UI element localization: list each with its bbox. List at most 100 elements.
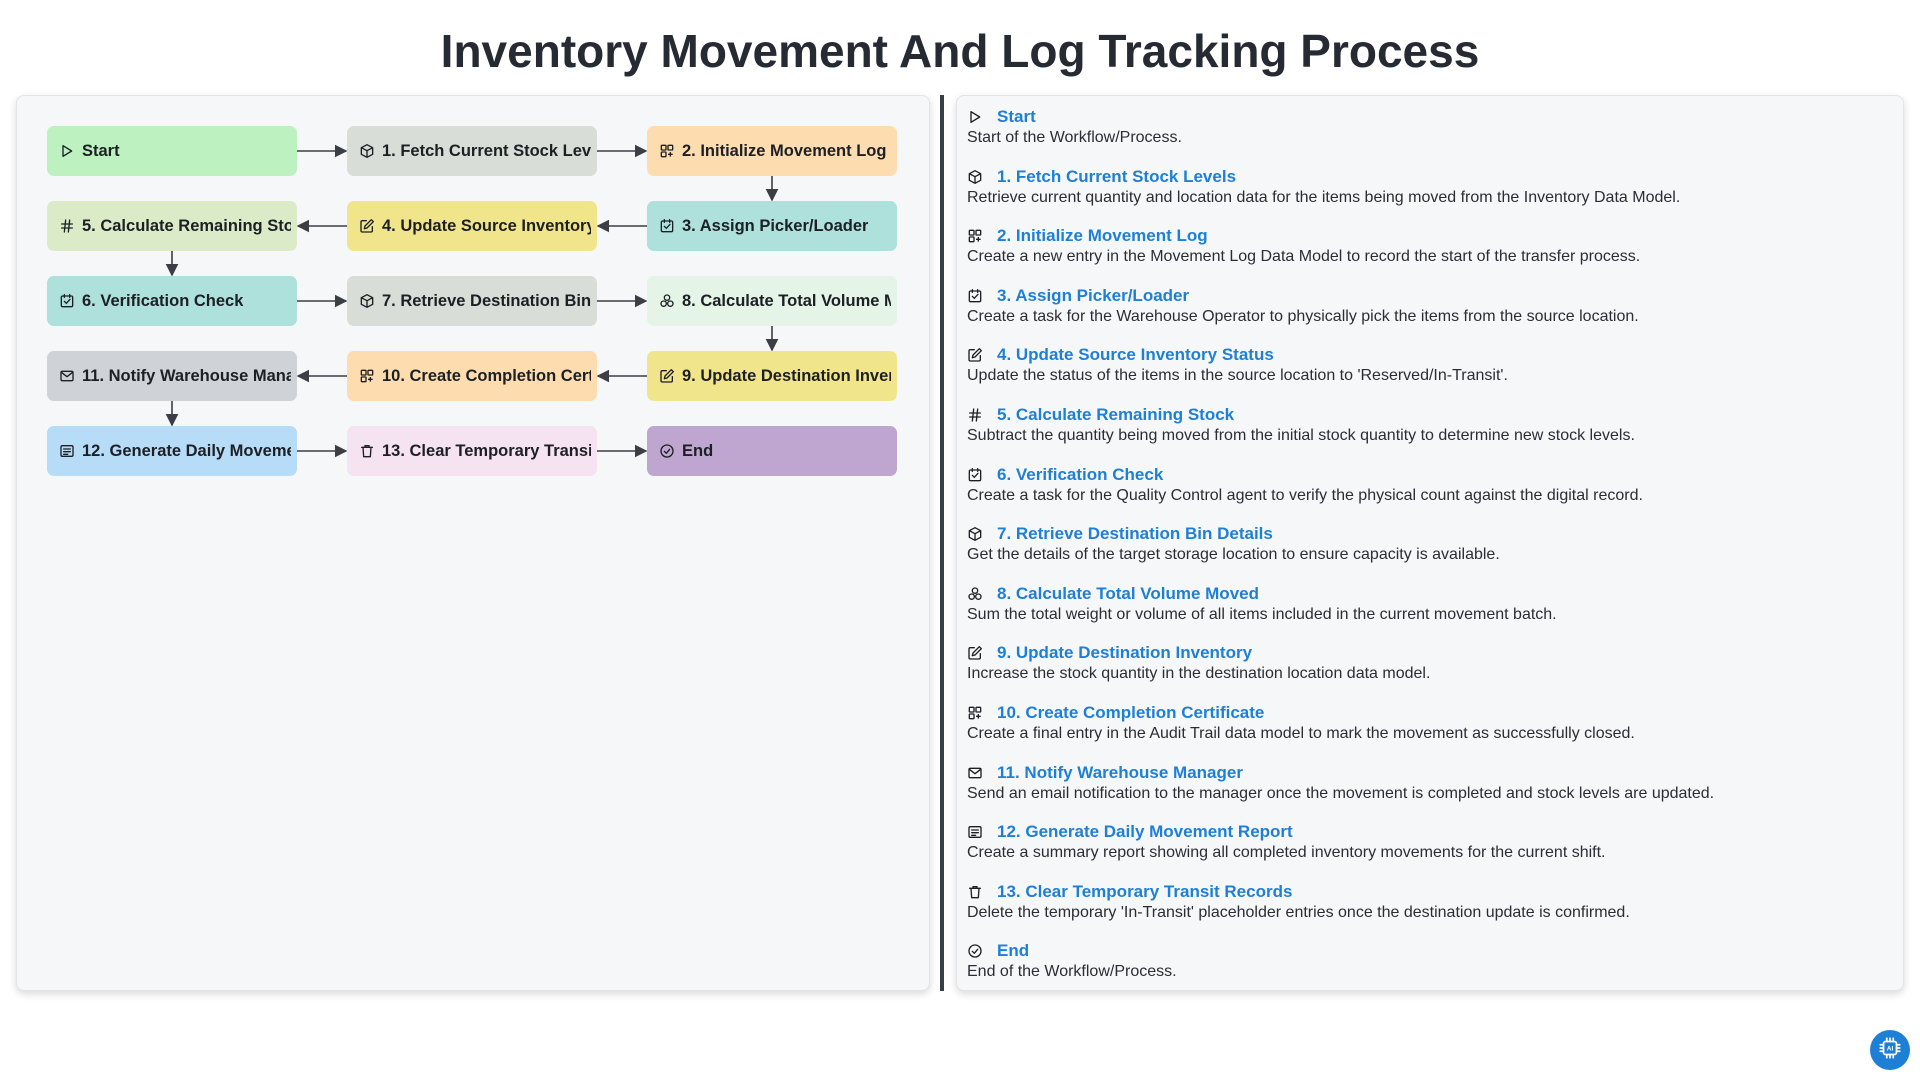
edit-icon [967, 645, 983, 661]
flow-node-label: End [682, 441, 714, 460]
mail-icon [59, 368, 75, 384]
flow-node-label: 1. Fetch Current Stock Levels [382, 141, 591, 160]
edit-icon [659, 368, 675, 384]
step-description: Send an email notification to the manage… [967, 784, 1715, 802]
step-header: 2. Initialize Movement Log [967, 225, 1893, 247]
flow-node-retrieve-destination-bin-details[interactable]: 7. Retrieve Destination Bin Details [347, 276, 597, 326]
package-icon [359, 143, 375, 159]
grid-plus-icon [967, 705, 983, 721]
step-header: 5. Calculate Remaining Stock [967, 404, 1893, 426]
step-description: Create a task for the Warehouse Operator… [967, 307, 1639, 325]
step-title-link[interactable]: 7. Retrieve Destination Bin Details [997, 524, 1273, 544]
edit-icon [359, 218, 375, 234]
trash-icon [359, 443, 375, 459]
flow-node-fetch-current-stock-levels[interactable]: 1. Fetch Current Stock Levels [347, 126, 597, 176]
step-description: Create a new entry in the Movement Log D… [967, 248, 1641, 266]
package-icon [967, 169, 983, 185]
flow-node-label: 8. Calculate Total Volume Moved [682, 291, 891, 310]
flow-node-calculate-remaining-stock[interactable]: 5. Calculate Remaining Stock [47, 201, 297, 251]
panel-divider[interactable] [940, 95, 944, 991]
checkbox-icon [59, 293, 75, 309]
svg-text:AI: AI [1887, 1045, 1894, 1052]
flow-node-calculate-total-volume-moved[interactable]: 8. Calculate Total Volume Moved [647, 276, 897, 326]
checkbox-icon [967, 467, 983, 483]
check-circle-icon [659, 443, 675, 459]
flow-node-label: 7. Retrieve Destination Bin Details [382, 291, 591, 310]
flow-node-clear-temporary-transit-records[interactable]: 13. Clear Temporary Transit Records [347, 426, 597, 476]
flow-node-update-source-inventory-status[interactable]: 4. Update Source Inventory Status [347, 201, 597, 251]
play-icon [59, 143, 75, 159]
step-title-link[interactable]: 2. Initialize Movement Log [997, 226, 1208, 246]
step-header: 4. Update Source Inventory Status [967, 344, 1893, 366]
flow-node-label: 11. Notify Warehouse Manager [82, 366, 291, 385]
step-title-link[interactable]: 4. Update Source Inventory Status [997, 345, 1274, 365]
flow-node-assign-picker-loader[interactable]: 3. Assign Picker/Loader [647, 201, 897, 251]
flow-node-label: 5. Calculate Remaining Stock [82, 216, 291, 235]
flow-node-label: 4. Update Source Inventory Status [382, 216, 591, 235]
grid-plus-icon [359, 368, 375, 384]
step-description: Subtract the quantity being moved from t… [967, 426, 1635, 444]
step-title-link[interactable]: 11. Notify Warehouse Manager [997, 762, 1243, 782]
report-icon [967, 824, 983, 840]
step-header: 9. Update Destination Inventory [967, 642, 1893, 664]
step-description: Sum the total weight or volume of all it… [967, 605, 1557, 623]
step-description: Create a final entry in the Audit Trail … [967, 724, 1635, 742]
step-title-link[interactable]: 8. Calculate Total Volume Moved [997, 583, 1259, 603]
step-title-link[interactable]: End [997, 941, 1030, 961]
step-description: Create a task for the Quality Control ag… [967, 486, 1643, 504]
step-title-link[interactable]: Start [997, 107, 1036, 126]
flow-node-label: 10. Create Completion Certificate [382, 366, 591, 385]
step-header: 7. Retrieve Destination Bin Details [967, 523, 1893, 545]
step-header: 8. Calculate Total Volume Moved [967, 583, 1893, 605]
step-title-link[interactable]: 1. Fetch Current Stock Levels [997, 166, 1237, 186]
checkbox-icon [967, 288, 983, 304]
step-header: 10. Create Completion Certificate [967, 702, 1893, 724]
step-header: End [967, 940, 1893, 962]
flow-node-end[interactable]: End [647, 426, 897, 476]
flow-node-update-destination-inventory[interactable]: 9. Update Destination Inventory [647, 351, 897, 401]
step-description: Create a summary report showing all comp… [967, 844, 1606, 862]
step-header: 1. Fetch Current Stock Levels [967, 166, 1893, 188]
step-title-link[interactable]: 9. Update Destination Inventory [997, 643, 1253, 663]
step-title-link[interactable]: 12. Generate Daily Movement Report [997, 822, 1293, 842]
step-title-link[interactable]: 6. Verification Check [997, 464, 1164, 484]
flow-node-notify-warehouse-manager[interactable]: 11. Notify Warehouse Manager [47, 351, 297, 401]
package-icon [359, 293, 375, 309]
variable-icon [59, 218, 75, 234]
flow-node-start[interactable]: Start [47, 126, 297, 176]
grid-plus-icon [659, 143, 675, 159]
flowchart-connectors [165, 144, 779, 458]
flow-node-verification-check[interactable]: 6. Verification Check [47, 276, 297, 326]
step-header: Start [967, 106, 1893, 128]
mail-icon [967, 765, 983, 781]
ai-assistant-button[interactable]: AI [1870, 1030, 1910, 1070]
step-header: 12. Generate Daily Movement Report [967, 821, 1893, 843]
flow-node-generate-daily-movement-report[interactable]: 12. Generate Daily Movement Report [47, 426, 297, 476]
trash-icon [967, 884, 983, 900]
flow-node-label: 2. Initialize Movement Log [682, 141, 887, 160]
flowchart-panel: Start 1. Fetch Current Stock Levels 2. Ini… [16, 95, 930, 991]
flow-node-label: 9. Update Destination Inventory [682, 366, 891, 385]
page-title: Inventory Movement And Log Tracking Proc… [440, 25, 1480, 77]
flow-node-initialize-movement-log[interactable]: 2. Initialize Movement Log [647, 126, 897, 176]
step-title-link[interactable]: 3. Assign Picker/Loader [997, 285, 1190, 305]
step-description: Update the status of the items in the so… [967, 367, 1508, 385]
step-title-link[interactable]: 10. Create Completion Certificate [997, 702, 1265, 722]
step-title-link[interactable]: 5. Calculate Remaining Stock [997, 404, 1235, 424]
step-title-link[interactable]: 13. Clear Temporary Transit Records [997, 881, 1293, 901]
aggregate-icon [659, 293, 675, 309]
flow-node-create-completion-certificate[interactable]: 10. Create Completion Certificate [347, 351, 597, 401]
play-icon [967, 109, 983, 125]
